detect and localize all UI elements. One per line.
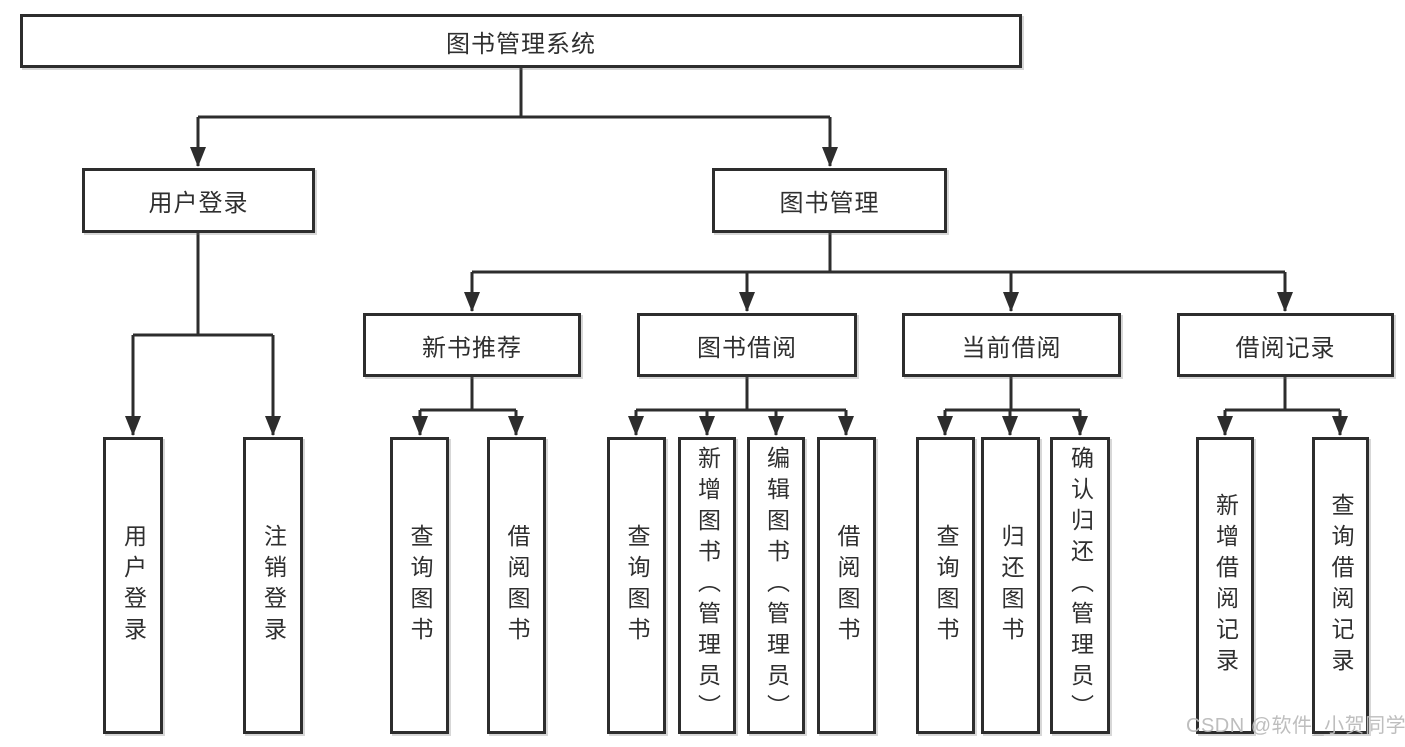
leaf-query-book-current-label: 查询图书 [933,523,959,648]
leaf-add-borrow-record: 新增借阅记录 [1196,437,1254,734]
node-book-borrow-label: 图书借阅 [697,334,797,362]
node-borrow-record: 借阅记录 [1177,313,1394,377]
node-borrow-record-label: 借阅记录 [1235,334,1336,362]
leaf-logout: 注销登录 [243,437,303,734]
node-current-borrow-label: 当前借阅 [961,334,1062,362]
leaf-return-book-label: 归还图书 [998,523,1024,648]
connector-arrows [125,117,1348,436]
node-book-management: 图书管理 [712,168,947,233]
leaf-borrow-book: 借阅图书 [817,437,876,734]
leaf-return-book: 归还图书 [981,437,1040,734]
leaf-query-book-recommend: 查询图书 [390,437,449,734]
leaf-query-book-borrow: 查询图书 [607,437,666,734]
node-new-book-recommend: 新书推荐 [363,313,581,377]
watermark-text: CSDN @软件_小贺同学 [1186,715,1405,737]
node-new-book-recommend-label: 新书推荐 [422,334,522,362]
node-current-borrow: 当前借阅 [902,313,1121,377]
leaf-edit-book-admin: 编辑图书（管理员） [747,437,805,734]
leaf-confirm-return-admin: 确认归还（管理员） [1050,437,1110,734]
leaf-query-borrow-record: 查询借阅记录 [1312,437,1369,734]
leaf-query-book-current: 查询图书 [916,437,975,734]
node-book-management-label: 图书管理 [779,190,880,217]
leaf-borrow-book-recommend: 借阅图书 [487,437,546,734]
leaf-add-borrow-record-label: 新增借阅记录 [1212,492,1239,679]
leaf-user-login: 用户登录 [103,437,163,734]
leaf-query-book-borrow-label: 查询图书 [624,523,650,648]
node-user-login-label: 用户登录 [148,190,249,217]
node-root-label: 图书管理系统 [446,30,596,58]
leaf-logout-label: 注销登录 [260,523,287,648]
leaf-query-borrow-record-label: 查询借阅记录 [1328,492,1354,679]
leaf-add-book-admin-label: 新增图书（管理员） [694,446,721,725]
leaf-borrow-book-label: 借阅图书 [834,523,860,648]
node-book-borrow: 图书借阅 [637,313,857,377]
node-root: 图书管理系统 [20,14,1022,68]
leaf-query-book-recommend-label: 查询图书 [407,523,433,648]
node-user-login: 用户登录 [82,168,315,233]
leaf-edit-book-admin-label: 编辑图书（管理员） [763,446,790,725]
leaf-borrow-book-recommend-label: 借阅图书 [504,523,530,648]
leaf-add-book-admin: 新增图书（管理员） [678,437,736,734]
leaf-user-login-label: 用户登录 [120,523,147,648]
leaf-confirm-return-admin-label: 确认归还（管理员） [1067,446,1094,725]
